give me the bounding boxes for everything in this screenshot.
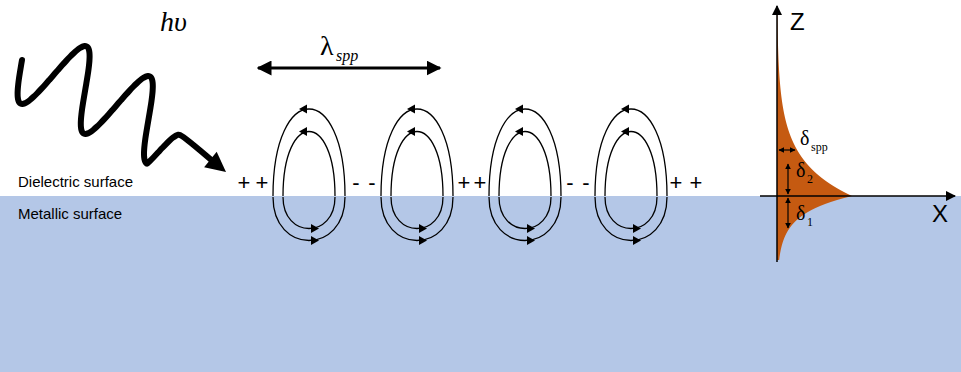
- field-line: [283, 197, 335, 229]
- field-arrowhead: [407, 105, 415, 114]
- wavelength-arrow: [258, 67, 440, 70]
- charge-sign: +: [238, 172, 251, 194]
- field-line: [605, 132, 657, 197]
- field-arrowhead: [527, 224, 535, 233]
- field-line: [381, 197, 453, 241]
- axis-label: X: [932, 202, 948, 226]
- decay-length-subscript: 2: [807, 173, 813, 185]
- x-axis: [760, 195, 955, 197]
- charge-sign: +: [256, 172, 269, 194]
- photon-wave-line: [18, 46, 215, 164]
- charge-sign: -: [352, 172, 359, 194]
- decay-length-symbol: δ: [800, 128, 809, 148]
- charge-sign: +: [474, 172, 487, 194]
- field-arrowhead: [311, 236, 319, 245]
- decay-length-subscript: spp: [811, 141, 828, 153]
- charge-sign: +: [458, 172, 471, 194]
- field-line: [283, 132, 335, 197]
- photon-arrowhead: [204, 152, 226, 172]
- field-line: [489, 197, 561, 241]
- field-line: [391, 132, 443, 197]
- field-arrowhead: [299, 127, 307, 136]
- z-axis: [776, 6, 778, 262]
- field-arrowhead: [633, 236, 641, 245]
- field-arrowhead: [621, 105, 629, 114]
- field-line: [499, 132, 551, 197]
- field-line: [273, 197, 345, 241]
- field-arrowhead: [515, 105, 523, 114]
- wavelength-subscript: spp: [336, 48, 358, 64]
- field-arrowhead: [527, 236, 535, 245]
- field-line: [273, 109, 345, 196]
- region-label: Metallic surface: [18, 206, 122, 221]
- region-label: Dielectric surface: [18, 174, 133, 189]
- metal-region: [0, 196, 961, 372]
- field-arrowhead: [419, 236, 427, 245]
- field-line: [391, 197, 443, 229]
- field-arrowhead: [407, 127, 415, 136]
- field-line: [595, 197, 667, 241]
- field-line: [605, 197, 657, 229]
- axis-label: Z: [790, 10, 805, 34]
- photon-label: hυ: [160, 8, 187, 36]
- field-decay-profile: [777, 14, 852, 260]
- field-line: [381, 109, 453, 196]
- field-arrowhead: [311, 224, 319, 233]
- charge-sign: -: [368, 172, 375, 194]
- dimension-arrow: [787, 198, 788, 228]
- dimension-arrow: [779, 149, 795, 150]
- decay-length-subscript: 1: [807, 216, 813, 228]
- field-lines: [273, 105, 667, 246]
- field-line: [595, 109, 667, 196]
- dimension-arrow: [787, 164, 788, 194]
- decay-length-symbol: δ: [796, 160, 805, 180]
- decay-length-symbol: δ: [796, 203, 805, 223]
- charge-sign: +: [670, 172, 683, 194]
- field-arrowhead: [621, 127, 629, 136]
- wavelength-symbol: λ: [320, 32, 334, 60]
- charge-sign: +: [690, 172, 703, 194]
- decay-plot: [760, 6, 955, 262]
- field-arrowhead: [633, 224, 641, 233]
- charge-sign: -: [566, 172, 573, 194]
- photon-wave: [18, 46, 226, 172]
- field-arrowhead: [515, 127, 523, 136]
- field-arrowhead: [299, 105, 307, 114]
- charge-sign: -: [582, 172, 589, 194]
- field-line: [499, 197, 551, 229]
- field-arrowhead: [419, 224, 427, 233]
- field-line: [489, 109, 561, 196]
